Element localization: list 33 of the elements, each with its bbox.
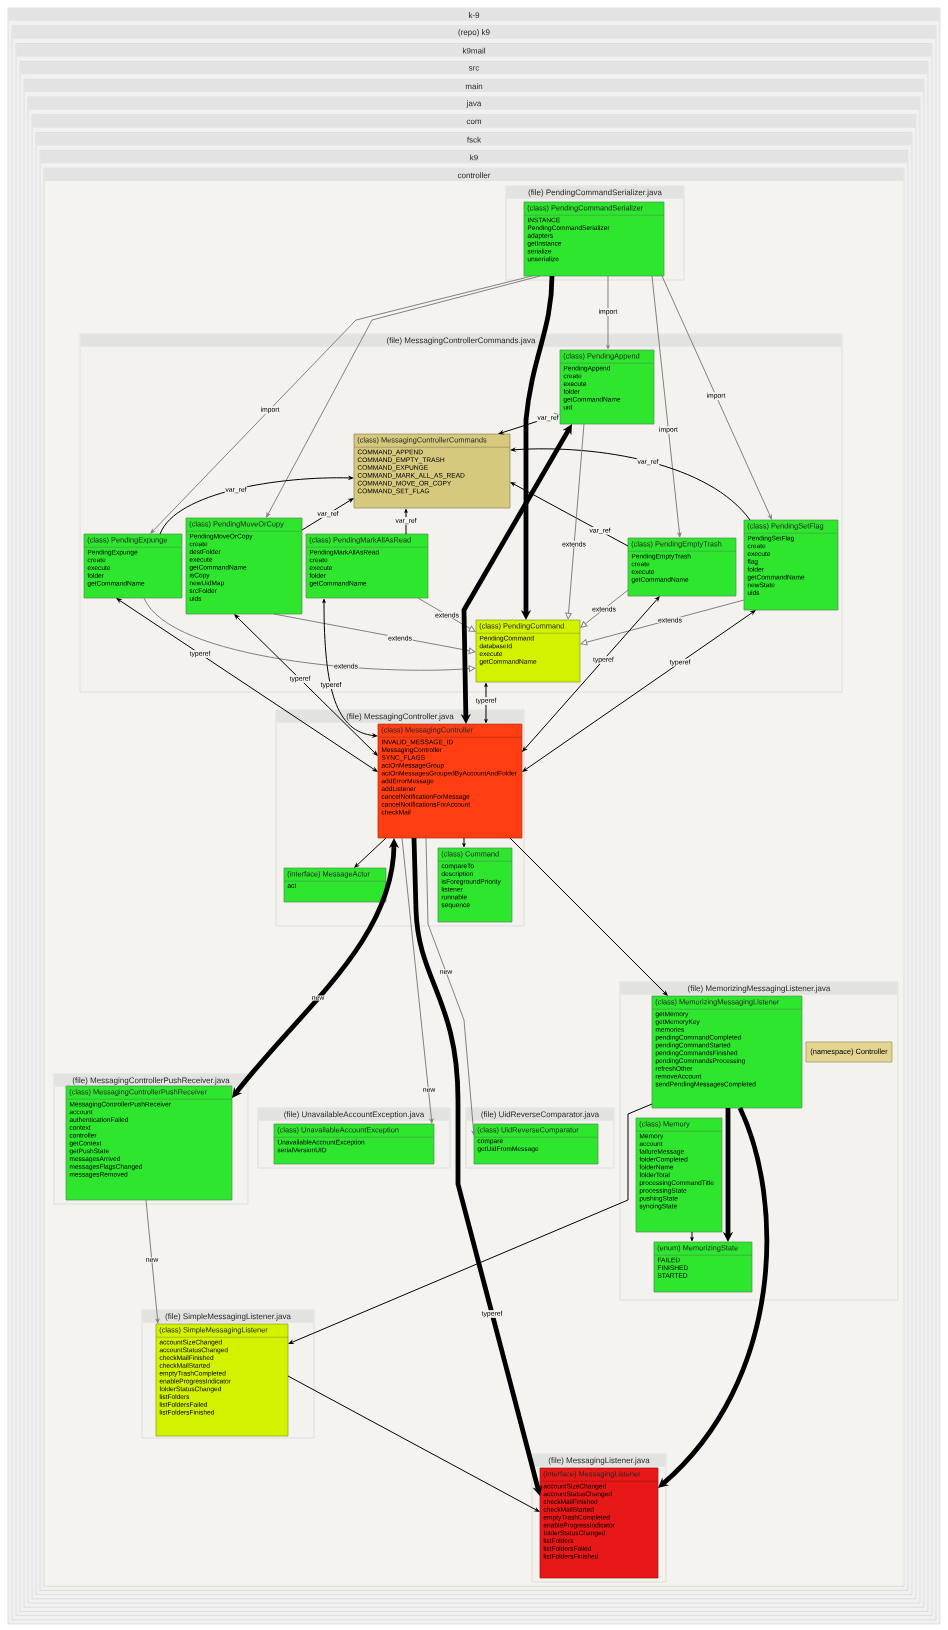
arrow bbox=[273, 613, 476, 654]
arrow bbox=[690, 1231, 694, 1242]
arrow bbox=[484, 682, 488, 724]
arrow bbox=[401, 837, 434, 1124]
arrow bbox=[651, 275, 682, 538]
arrow bbox=[150, 275, 533, 534]
arrow bbox=[287, 1375, 540, 1512]
arrow bbox=[417, 597, 476, 632]
arrow bbox=[462, 837, 466, 848]
arrow bbox=[145, 1199, 160, 1324]
arrow bbox=[522, 610, 756, 772]
arrow bbox=[606, 275, 610, 350]
arrow bbox=[522, 596, 660, 752]
arrow bbox=[411, 837, 543, 1496]
arrow bbox=[661, 275, 772, 520]
arrow bbox=[143, 597, 476, 672]
arrow bbox=[510, 482, 629, 547]
arrow bbox=[425, 837, 476, 1136]
arrow bbox=[580, 589, 629, 628]
arrow bbox=[288, 1103, 653, 1344]
arrow bbox=[234, 614, 378, 756]
arrow bbox=[658, 1107, 769, 1488]
arrow bbox=[116, 598, 378, 772]
arrow bbox=[404, 508, 408, 535]
arrow bbox=[510, 447, 751, 521]
arrow bbox=[322, 598, 378, 738]
arrow bbox=[159, 476, 354, 535]
arrow bbox=[301, 498, 354, 531]
arrow bbox=[580, 599, 745, 646]
arrow bbox=[266, 275, 541, 518]
arrow bbox=[565, 423, 585, 620]
arrow bbox=[354, 837, 387, 868]
arrow bbox=[509, 837, 668, 996]
